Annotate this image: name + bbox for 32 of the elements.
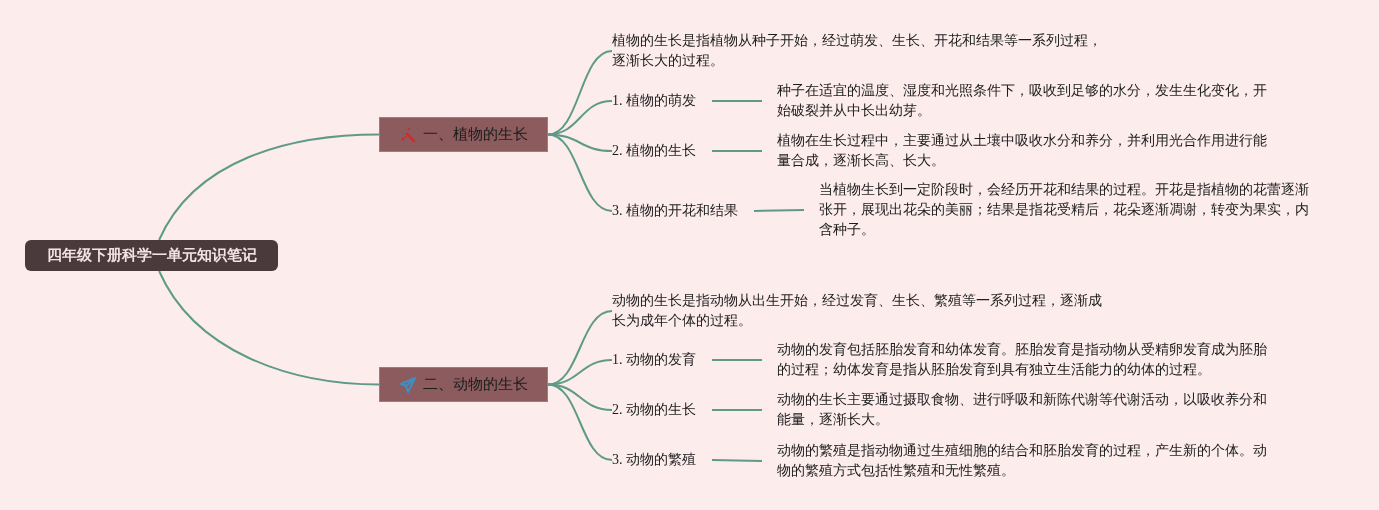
connector-line xyxy=(547,359,613,386)
subtopic-label: 3. 动物的繁殖 xyxy=(612,450,712,470)
connector-line xyxy=(711,409,763,411)
connector-line xyxy=(547,383,613,461)
topic-title: 一、植物的生长 xyxy=(423,125,528,144)
topic-title: 二、动物的生长 xyxy=(423,375,528,394)
central-topic xyxy=(25,240,278,271)
note-text: 植物在生长过程中，主要通过从土壤中吸收水分和养分，并利用光合作用进行能量合成，逐渐长高、长大。 xyxy=(762,131,1276,171)
subtopic-label: 2. 动物的生长 xyxy=(612,400,712,420)
connector-line xyxy=(711,100,763,102)
topic-box xyxy=(379,117,548,152)
connector-line xyxy=(158,270,380,386)
connector-line xyxy=(711,150,763,152)
note-text: 种子在适宜的温度、湿度和光照条件下，吸收到足够的水分，发生生化变化，开始破裂并从中长出幼芽。 xyxy=(762,81,1276,121)
topic-box xyxy=(379,367,548,402)
note-text: 动物的发育包括胚胎发育和幼体发育。胚胎发育是指动物从受精卵发育成为胚胎的过程；幼体发育是指从胚胎发育到具有独立生活能力的幼体的过程。 xyxy=(762,340,1276,380)
subtopic-label: 1. 动物的发育 xyxy=(612,350,712,370)
connector-line xyxy=(547,133,613,212)
connector-line xyxy=(158,133,380,241)
note-text: 动物的生长主要通过摄取食物、进行呼吸和新陈代谢等代谢活动，以吸收养分和能量，逐渐长大。 xyxy=(762,390,1276,430)
subtopic-label: 3. 植物的开花和结果 xyxy=(612,201,754,221)
note-text: 动物的繁殖是指动物通过生殖细胞的结合和胚胎发育的过程，产生新的个体。动物的繁殖方式包括性繁殖和无性繁殖。 xyxy=(762,441,1276,481)
note-text: 当植物生长到一定阶段时，会经历开花和结果的过程。开花是指植物的花蕾逐渐张开，展现出花朵的美丽；结果是指花受精后，花朵逐渐凋谢，转变为果实，内含种子。 xyxy=(804,180,1318,240)
note-text: 动物的生长是指动物从出生开始，经过发育、生长、繁殖等一系列过程，逐渐成长为成年个体的过程。 xyxy=(612,291,1111,331)
note-text: 植物的生长是指植物从种子开始，经过萌发、生长、开花和结果等一系列过程，逐渐长大的过程。 xyxy=(612,31,1111,71)
connector-line xyxy=(711,459,763,462)
subtopic-label: 1. 植物的萌发 xyxy=(612,91,712,111)
topic-title: 四年级下册科学一单元知识笔记 xyxy=(46,246,257,265)
connector-line xyxy=(711,359,763,361)
subtopic-label: 2. 植物的生长 xyxy=(612,141,712,161)
connector-line xyxy=(547,100,613,136)
connector-line xyxy=(753,209,805,212)
